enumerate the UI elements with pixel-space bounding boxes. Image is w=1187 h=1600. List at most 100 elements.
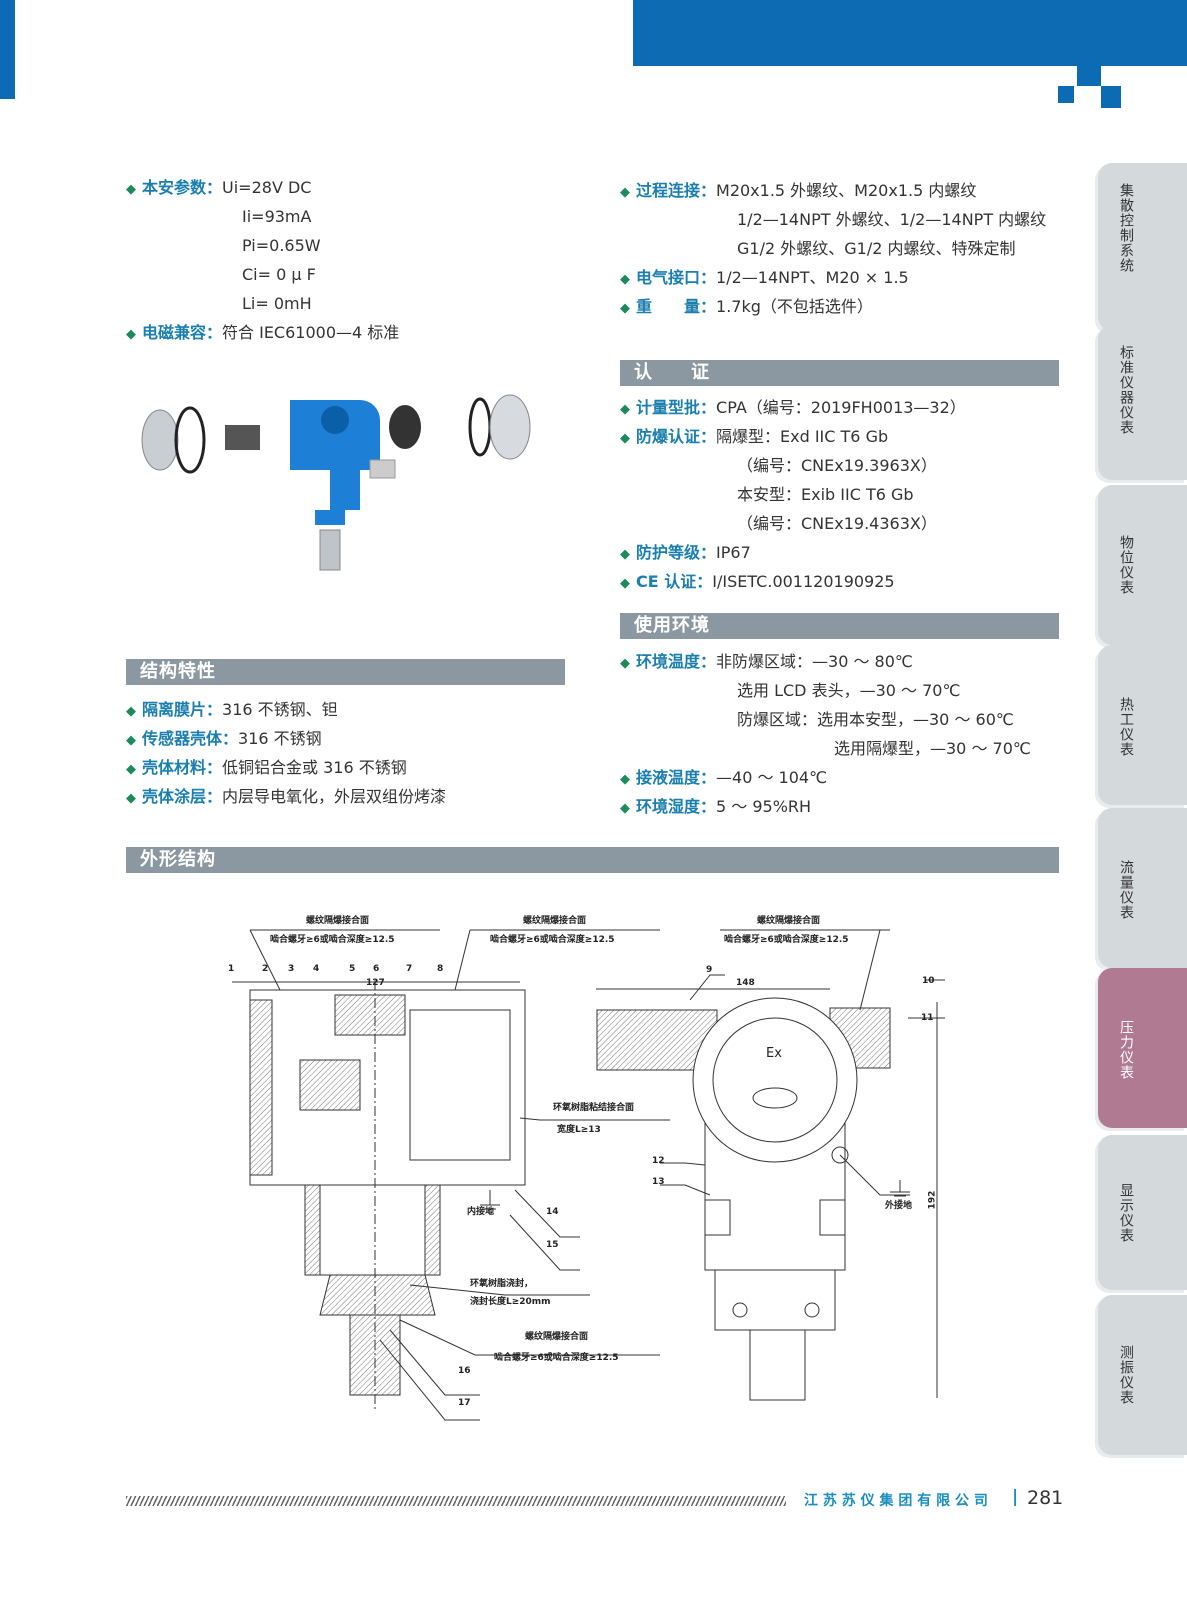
- spec-label: 过程连接：: [636, 181, 717, 200]
- bullet-diamond-icon: ◆: [620, 576, 630, 591]
- spec-label: 防爆认证：: [636, 427, 717, 446]
- bullet-diamond-icon: ◆: [620, 547, 630, 562]
- side-tab-standard-instruments[interactable]: 标准仪器仪表: [1098, 325, 1187, 480]
- spec-value: CPA（编号：2019FH0013—32）: [716, 398, 966, 417]
- neck-hatch: [424, 1184, 441, 1276]
- side-tab-flow[interactable]: 流量仪表: [1098, 808, 1187, 968]
- drawing-label: 螺纹隔爆接合面: [306, 916, 370, 926]
- drawing-label: 内接地: [467, 1207, 495, 1217]
- decor-square: [1101, 86, 1121, 108]
- part-number: 8: [437, 964, 444, 974]
- drawing-label: 浇封长度L≥20mm: [470, 1297, 551, 1307]
- part-number: 9: [706, 965, 713, 975]
- spec-structure-item: ◆传感器壳体：316 不锈钢: [126, 729, 322, 751]
- bullet-diamond-icon: ◆: [126, 762, 136, 777]
- footer-hatch-rule: [126, 1496, 786, 1506]
- housing-port: [321, 406, 349, 434]
- side-tab-label: 集散控制系统: [1118, 183, 1134, 273]
- spec-label: 本安参数：: [142, 178, 223, 197]
- neck-body: [714, 1269, 836, 1331]
- spec-value: Ci= 0 μ F: [242, 265, 316, 284]
- part-number: 5: [349, 964, 356, 974]
- spec-value: 1/2—14NPT 外螺纹、1/2—14NPT 内螺纹: [737, 210, 1047, 229]
- process-fitting: [749, 1329, 806, 1401]
- bullet-diamond-icon: ◆: [620, 301, 630, 316]
- electronics-module: [225, 425, 260, 450]
- spec-value: Ui=28V DC: [222, 178, 312, 197]
- part-number: 13: [652, 1177, 665, 1187]
- bullet-diamond-icon: ◆: [126, 704, 136, 719]
- part-number: 2: [262, 964, 269, 974]
- side-tab-label: 测振仪表: [1118, 1345, 1134, 1405]
- bullet-diamond-icon: ◆: [620, 801, 630, 816]
- spec-structure-item: ◆隔离膜片：316 不锈钢、钽: [126, 700, 338, 722]
- neck-section: [304, 1184, 441, 1276]
- spec-value: 316 不锈钢、钽: [222, 700, 338, 719]
- leader-line: [379, 1117, 670, 1421]
- spec-value: 1.7kg（不包括选件）: [716, 297, 873, 316]
- dimension-label: 127: [366, 978, 385, 988]
- footer-separator: |: [1012, 1487, 1019, 1507]
- bracket: [369, 459, 396, 479]
- housing-neck: [315, 510, 345, 525]
- part-number: 6: [373, 964, 380, 974]
- spec-value: G1/2 外螺纹、G1/2 内螺纹、特殊定制: [737, 239, 1016, 258]
- spec-value: M20x1.5 外螺纹、M20x1.5 内螺纹: [716, 181, 977, 200]
- side-tab-display[interactable]: 显示仪表: [1098, 1135, 1187, 1290]
- side-tab-vibration[interactable]: 测振仪表: [1098, 1295, 1187, 1455]
- sensor-section: [319, 1274, 436, 1316]
- drawing-label: 环氧树脂粘结接合面: [553, 1103, 635, 1113]
- part-number: 14: [546, 1207, 559, 1217]
- product-exploded-image: [141, 394, 531, 571]
- spec-value: 符合 IEC61000—4 标准: [222, 323, 400, 342]
- housing-hatch: [334, 994, 406, 1036]
- inner-ground-icon: [480, 1190, 500, 1214]
- part-number: 1: [228, 964, 235, 974]
- outer-ground-icon: [890, 1180, 910, 1201]
- leader-line: [660, 974, 945, 1196]
- page-number: 281: [1027, 1487, 1064, 1509]
- part-number: 17: [458, 1398, 471, 1408]
- drawing-label: 啮合螺牙≥6或啮合深度≥12.5: [724, 935, 849, 945]
- side-tab-thermal[interactable]: 热工仪表: [1098, 645, 1187, 805]
- cable-gland: [596, 1009, 718, 1071]
- spec-env-item: ◆环境湿度：5 ～ 95%RH: [620, 797, 811, 819]
- spec-intrinsic-safety: ◆本安参数：Ui=28V DC: [126, 178, 311, 200]
- side-tab-dcs[interactable]: 集散控制系统: [1098, 163, 1187, 331]
- spec-value: 本安型：Exib IIC T6 Gb: [737, 485, 914, 504]
- drawing-label: 螺纹隔爆接合面: [757, 916, 821, 926]
- drawing-label: 环氧树脂浇封，: [470, 1279, 534, 1289]
- part-number: 16: [458, 1366, 471, 1376]
- part-number: 12: [652, 1156, 665, 1166]
- process-fitting: [319, 529, 341, 571]
- side-tab-label: 流量仪表: [1118, 860, 1134, 920]
- spec-label: 接液温度：: [636, 768, 717, 787]
- spec-label: 壳体材料：: [142, 758, 223, 777]
- spec-cert-item: ◆防护等级：IP67: [620, 543, 751, 565]
- side-tab-label: 压力仪表: [1118, 1020, 1134, 1080]
- neck-hatch: [304, 1184, 321, 1276]
- spec-label: 传感器壳体：: [142, 729, 239, 748]
- dimension-label: 192: [927, 1190, 938, 1210]
- end-cap: [141, 409, 179, 471]
- side-tab-level[interactable]: 物位仪表: [1098, 485, 1187, 645]
- spec-value: IP67: [716, 543, 751, 562]
- display-module: [389, 405, 421, 449]
- spec-label: 重 量：: [636, 297, 717, 316]
- spec-value: —40 ～ 104℃: [716, 768, 828, 787]
- drawing-label: 宽度L≥13: [557, 1125, 601, 1135]
- bullet-diamond-icon: ◆: [620, 185, 630, 200]
- housing-section: [249, 989, 526, 1186]
- bullet-diamond-icon: ◆: [620, 272, 630, 287]
- spec-cert-item: ◆CE 认证：I/ISETC.001120190925: [620, 572, 895, 594]
- spec-value: （编号：CNEx19.4363X）: [737, 514, 937, 533]
- section-header-environment: 使用环境: [620, 613, 1059, 639]
- spec-emc: ◆电磁兼容：符合 IEC61000—4 标准: [126, 323, 399, 345]
- spec-value: 选用隔爆型，—30 ～ 70℃: [834, 739, 1031, 758]
- spec-value: 1/2—14NPT、M20 × 1.5: [716, 268, 909, 287]
- bullet-diamond-icon: ◆: [126, 733, 136, 748]
- side-tab-pressure[interactable]: 压力仪表: [1098, 968, 1187, 1128]
- left-accent-stripe: [0, 0, 15, 99]
- spec-value: 非防爆区域：—30 ～ 80℃: [716, 652, 913, 671]
